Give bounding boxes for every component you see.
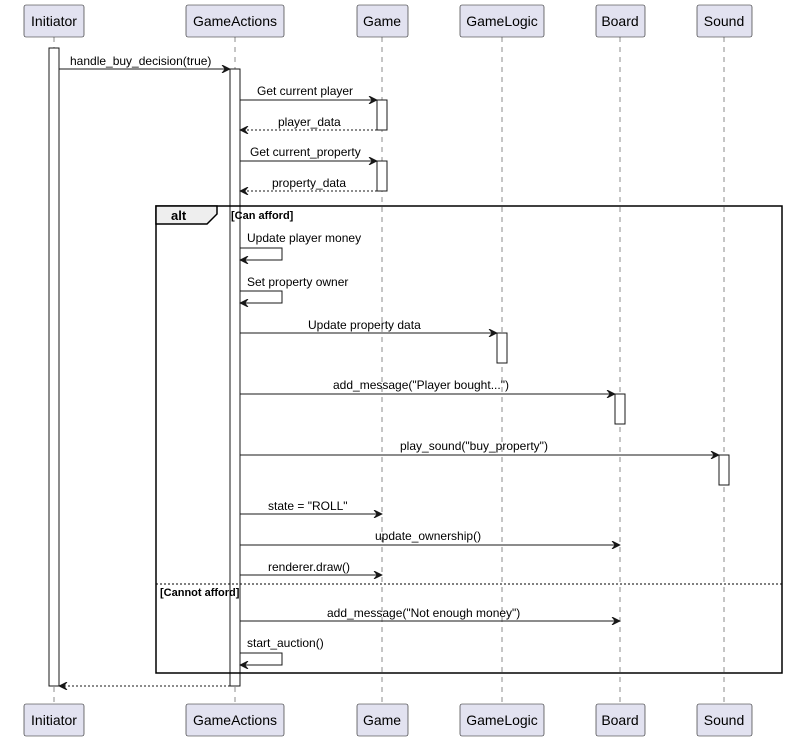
message-label: Get current player <box>257 84 353 98</box>
message-label: add_message("Not enough money") <box>327 606 520 620</box>
participant-board-bottom: Board <box>595 703 646 737</box>
message-state-roll: state = "ROLL" <box>240 499 382 514</box>
participant-initiator-top: Initiator <box>23 4 85 38</box>
participant-label: Board <box>601 13 638 29</box>
message-add-message-money: add_message("Not enough money") <box>240 606 620 621</box>
participant-label: Sound <box>704 13 744 29</box>
participant-gameactions-bottom: GameActions <box>185 703 285 737</box>
participant-sound-top: Sound <box>696 4 753 38</box>
activation-sound <box>718 454 730 486</box>
message-label: Update player money <box>247 231 361 245</box>
message-update-money: Update player money <box>240 231 361 260</box>
activation-gamelogic <box>496 332 508 364</box>
participant-label: Game <box>363 712 401 728</box>
participant-board-top: Board <box>595 4 646 38</box>
message-label: Update property data <box>308 318 421 332</box>
message-get-player: Get current player <box>240 84 377 100</box>
message-property-data: property_data <box>240 176 377 191</box>
message-label: state = "ROLL" <box>268 499 348 513</box>
message-player-data: player_data <box>240 115 377 130</box>
participant-label: Game <box>363 13 401 29</box>
message-update-ownership: update_ownership() <box>240 529 620 545</box>
guard-cannot-afford: [Cannot afford] <box>160 587 240 599</box>
participant-gameactions-top: GameActions <box>185 4 285 38</box>
participant-game-bottom: Game <box>356 703 409 737</box>
participant-label: GameActions <box>193 13 277 29</box>
message-handle-buy: handle_buy_decision(true) <box>59 54 230 69</box>
message-label: play_sound("buy_property") <box>400 439 548 453</box>
message-renderer-draw: renderer.draw() <box>240 560 382 575</box>
message-add-message-bought: add_message("Player bought...") <box>240 378 615 394</box>
participant-gamelogic-top: GameLogic <box>459 4 545 38</box>
message-label: Set property owner <box>247 275 348 289</box>
participant-label: GameActions <box>193 712 277 728</box>
participant-sound-bottom: Sound <box>696 703 753 737</box>
message-start-auction: start_auction() <box>240 636 324 665</box>
message-set-owner: Set property owner <box>240 275 348 303</box>
participant-gamelogic-bottom: GameLogic <box>459 703 545 737</box>
guard-can-afford: [Can afford] <box>231 210 294 222</box>
message-label: add_message("Player bought...") <box>333 378 509 392</box>
participant-label: GameLogic <box>466 712 538 728</box>
participant-label: Initiator <box>31 13 77 29</box>
message-play-sound: play_sound("buy_property") <box>240 439 719 455</box>
message-label: update_ownership() <box>375 529 481 543</box>
activation-gameactions <box>229 68 241 687</box>
activation-initiator <box>48 47 60 687</box>
message-get-property: Get current_property <box>240 145 377 161</box>
message-label: Get current_property <box>250 145 361 159</box>
activation-game-2 <box>376 160 388 192</box>
participant-label: Board <box>601 712 638 728</box>
alt-fragment: alt [Can afford] [Cannot afford] <box>155 205 783 674</box>
participant-initiator-bottom: Initiator <box>23 703 85 737</box>
participant-label: Initiator <box>31 712 77 728</box>
activation-game-1 <box>376 99 388 131</box>
alt-label: alt <box>171 208 187 223</box>
participant-label: Sound <box>704 712 744 728</box>
message-label: player_data <box>278 115 341 129</box>
message-label: property_data <box>272 176 346 190</box>
message-label: renderer.draw() <box>268 560 350 574</box>
message-update-property: Update property data <box>240 318 497 333</box>
message-label: start_auction() <box>247 636 324 650</box>
participant-game-top: Game <box>356 4 409 38</box>
participant-label: GameLogic <box>466 13 538 29</box>
message-label: handle_buy_decision(true) <box>70 54 211 68</box>
activation-board <box>614 393 626 425</box>
